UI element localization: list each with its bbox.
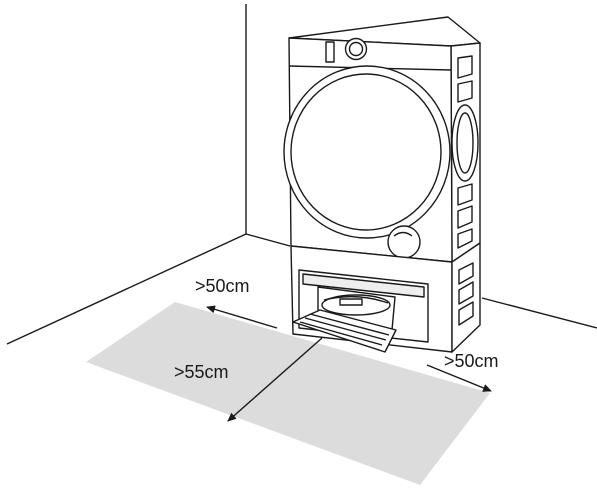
door-release-highlight [393, 231, 413, 237]
right-clearance-label: >50cm [444, 351, 499, 371]
pedestal-drawer-icon [292, 286, 397, 353]
drawer-handle [339, 298, 363, 306]
room-lines [6, 4, 597, 345]
floor-right-edge [481, 297, 597, 329]
front-clearance-arrow [227, 337, 323, 422]
door-outer-ring [283, 65, 451, 239]
drawer-inner-rim [323, 295, 389, 304]
left-clearance-label: >50cm [195, 276, 250, 296]
side-vents [457, 55, 473, 249]
left-clearance-arrow [206, 305, 278, 329]
front-clearance-label: >55cm [174, 362, 229, 382]
drawer-opening-shadow [302, 273, 425, 298]
floor-back-edge [245, 233, 291, 247]
program-knob-inner [348, 41, 364, 57]
clearance-zone [86, 302, 490, 485]
right-clearance-arrow [426, 364, 492, 392]
dimension-lines [206, 305, 492, 422]
washer-dryer-icon [283, 16, 481, 353]
door-release-button-icon [387, 225, 421, 259]
pedestal-side-vents [458, 262, 474, 326]
floor-left-edge [6, 233, 247, 345]
side-drum-housing [451, 104, 479, 182]
drawer-front-slats [299, 313, 390, 346]
program-knob-icon [344, 37, 368, 61]
side-drum-housing-inner [456, 112, 474, 174]
pedestal-side [451, 242, 481, 353]
control-panel-slot [325, 41, 335, 63]
door-inner-ring [290, 73, 442, 231]
